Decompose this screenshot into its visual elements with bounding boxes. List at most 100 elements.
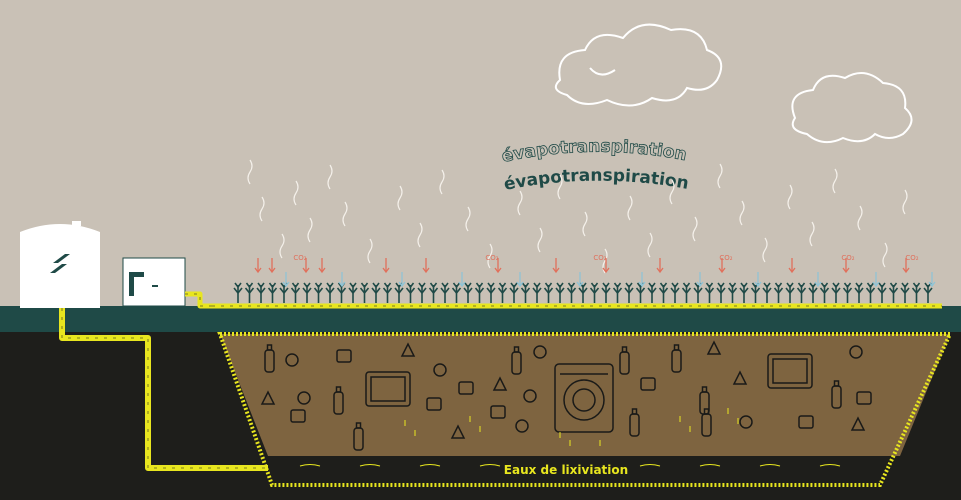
plant-icon: [739, 282, 749, 303]
leachate-arrow-icon: [699, 464, 721, 467]
bottle-icon: [701, 408, 712, 437]
water-arrow-icon: [338, 272, 346, 288]
plant-icon: [842, 282, 853, 303]
plant-icon: [727, 282, 738, 303]
plant-icon: [681, 282, 692, 303]
plant-icon: [773, 282, 784, 303]
co2-arrow-icon: [656, 258, 664, 274]
vapor-squiggle: [832, 168, 838, 194]
leachate-arrow-icon: [419, 464, 441, 467]
pipe-flow: [185, 293, 212, 307]
plant-icon: [244, 282, 255, 303]
co2-arrow-icon: [422, 258, 430, 274]
co2-arrow-icon: [494, 258, 502, 274]
plant-icon: [670, 282, 680, 303]
water-arrow-icon: [638, 272, 646, 288]
waste-icon: [400, 342, 416, 357]
plant-icon: [440, 282, 450, 303]
plant-icon: [290, 282, 301, 303]
plant-icon: [888, 282, 899, 303]
plant-icon: [348, 282, 358, 303]
leachate-arrow-icon: [819, 464, 841, 467]
co2-label: CO₂: [593, 254, 606, 262]
waste-icon: [336, 349, 352, 363]
co2-arrow-icon: [302, 258, 310, 274]
plant-icon: [624, 282, 634, 303]
vapor-squiggle: [517, 190, 523, 216]
vapor-squiggle: [397, 185, 403, 211]
plant-icon: [831, 282, 841, 303]
water-tank: [20, 221, 100, 308]
leachate-arrow-icon: [359, 464, 381, 467]
leachate-arrow-icon: [479, 464, 501, 467]
plant-icon: [256, 282, 266, 303]
vapor-squiggle: [367, 238, 373, 264]
plant-icon: [405, 282, 416, 303]
vapor-squiggle: [439, 169, 445, 195]
vapor-squiggle: [809, 221, 815, 247]
vapor-squiggle: [627, 195, 633, 221]
vapor-squiggle: [882, 242, 888, 268]
plant-icon: [578, 282, 588, 303]
co2-arrow-icon: [602, 258, 610, 274]
bottle-icon: [671, 344, 682, 373]
plant-icon: [532, 282, 542, 303]
plant-icon: [819, 282, 830, 303]
waste-icon: [490, 405, 506, 419]
pipe-network: [59, 291, 942, 471]
treatment-unit-logo-icon: [129, 272, 158, 296]
leachate-arrow-icon: [639, 464, 661, 467]
plant-icon: [865, 282, 876, 303]
waste-icon: [297, 391, 311, 405]
washing-machine-icon: [554, 363, 614, 433]
bottle-icon: [264, 344, 275, 373]
plant-icon: [704, 282, 715, 303]
vapor-squiggle: [787, 184, 793, 210]
co2-arrow-icon: [382, 258, 390, 274]
plant-icon: [877, 282, 887, 303]
waste-icon: [739, 415, 753, 429]
plant-icon: [486, 282, 496, 303]
water-arrow-icon: [814, 272, 822, 288]
plant-row: [233, 282, 933, 303]
plant-icon: [555, 282, 565, 303]
plant-icon: [658, 282, 669, 303]
plant-icon: [900, 282, 910, 303]
vapor-squiggle: [557, 174, 563, 200]
co2-arrow-icon: [254, 258, 262, 274]
waste-icon: [492, 376, 508, 391]
vapor-squiggle: [247, 159, 253, 185]
plant-icon: [267, 282, 278, 303]
water-arrow-icon: [754, 272, 762, 288]
leachate-arrow-icon: [299, 464, 321, 467]
tv-icon: [767, 353, 813, 389]
tv-icon: [365, 371, 411, 407]
bottle-icon: [511, 346, 522, 375]
water-arrow-icon: [282, 272, 290, 288]
vapor-squiggle: [717, 163, 723, 189]
bottle-icon: [629, 408, 640, 437]
pipe-flow: [61, 308, 268, 469]
vapor-squiggle: [647, 232, 653, 258]
co2-arrow-icon: [788, 258, 796, 274]
plant-icon: [474, 282, 485, 303]
plant-icon: [647, 282, 657, 303]
grass-strip: [0, 306, 961, 332]
plant-icon: [371, 282, 381, 303]
waste-icon: [260, 390, 276, 405]
plant-icon: [428, 282, 439, 303]
vapor-squiggle: [487, 243, 493, 269]
waste-icon: [640, 377, 656, 391]
waste-items: [260, 340, 872, 451]
co2-arrow-icon: [842, 258, 850, 274]
plant-icon: [762, 282, 772, 303]
waste-icon: [458, 381, 474, 395]
plant-icon: [796, 282, 807, 303]
vapor-squiggle: [293, 180, 299, 206]
vapor-squiggles: [247, 159, 908, 274]
leachate-label: Eaux de lixiviation: [504, 463, 628, 477]
co2-arrow-icon: [902, 258, 910, 274]
plant-icon: [601, 282, 611, 303]
